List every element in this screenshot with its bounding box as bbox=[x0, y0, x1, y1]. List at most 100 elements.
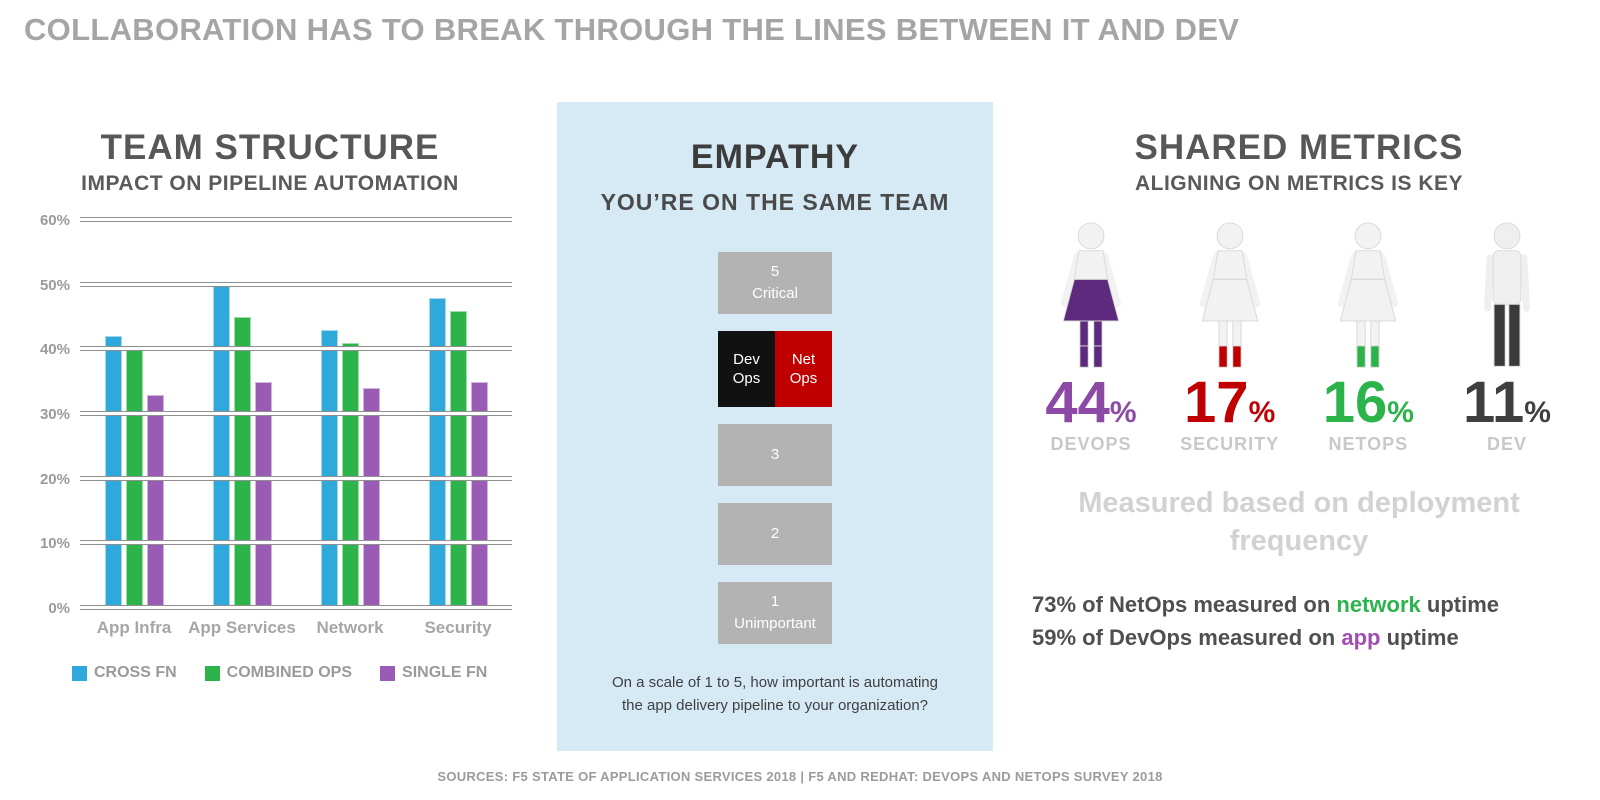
shared-metrics-section: SHARED METRICS ALIGNING ON METRICS IS KE… bbox=[1016, 128, 1582, 654]
bar-cross-fn-app-services bbox=[212, 284, 230, 608]
scale-box-5-label: Critical bbox=[752, 285, 798, 302]
metrics-stats: 73% of NetOps measured on network uptime… bbox=[1016, 588, 1582, 654]
scale-box-4-devops: Dev Ops bbox=[718, 331, 775, 407]
bar-chart: 0% 10% 20% 30% 40% 50% 60% bbox=[28, 212, 512, 617]
metric-value-netops: 16% bbox=[1323, 374, 1414, 432]
metric-label-dev: DEV bbox=[1486, 434, 1527, 454]
scale-box-4-netops: Net Ops bbox=[775, 331, 832, 407]
scale-box-2: 2 bbox=[718, 503, 832, 565]
x-axis-label-network: Network bbox=[316, 618, 384, 637]
gridline-50 bbox=[80, 281, 512, 287]
deployment-frequency-caption: Measured based on deployment frequency bbox=[1078, 487, 1520, 557]
legend-item-cross-fn: CROSS FN bbox=[72, 664, 177, 682]
y-axis: 0% 10% 20% 30% 40% 50% 60% bbox=[28, 212, 80, 617]
gridline-40 bbox=[80, 346, 512, 352]
team-structure-title: TEAM STRUCTURE bbox=[100, 128, 440, 167]
gridline-0 bbox=[80, 605, 512, 610]
gridline-60 bbox=[80, 217, 512, 222]
scale-box-2-number: 2 bbox=[770, 524, 780, 542]
empathy-scale: 5 Critical Dev Ops Net Ops 3 2 1 Unimpor… bbox=[557, 252, 993, 644]
empathy-subtitle: YOU’RE ON THE SAME TEAM bbox=[600, 189, 950, 215]
netops-stat-keyword: network bbox=[1336, 592, 1421, 618]
bar-cross-fn-security bbox=[428, 297, 446, 608]
gridline-10 bbox=[80, 540, 512, 546]
bar-cross-fn-network bbox=[320, 329, 338, 608]
legend-label-cross-fn: CROSS FN bbox=[94, 664, 177, 681]
bar-group-network bbox=[296, 220, 404, 608]
devops-stat-line: 59% of DevOps measured on app uptime bbox=[1032, 621, 1582, 654]
shared-metrics-title: SHARED METRICS bbox=[1134, 128, 1464, 167]
scale-box-3-number: 3 bbox=[770, 445, 780, 463]
netops-stat-line: 73% of NetOps measured on network uptime bbox=[1032, 588, 1582, 621]
legend-swatch-single-fn bbox=[380, 665, 396, 681]
metric-percent-sign: % bbox=[1524, 396, 1551, 429]
y-axis-label-30: 30% bbox=[39, 406, 70, 423]
sources-footer: SOURCES: F5 STATE OF APPLICATION SERVICE… bbox=[437, 769, 1163, 784]
legend-swatch-combined-ops bbox=[204, 665, 220, 681]
scale-box-1: 1 Unimportant bbox=[718, 582, 832, 644]
bar-combined-ops-security bbox=[449, 310, 467, 608]
metric-value-devops: 44% bbox=[1045, 374, 1136, 432]
legend-item-single-fn: SINGLE FN bbox=[380, 664, 487, 682]
metric-label-devops: DEVOPS bbox=[1050, 434, 1132, 454]
empathy-question: On a scale of 1 to 5, how important is a… bbox=[611, 674, 938, 714]
gridline-30 bbox=[80, 411, 512, 416]
gridline-20 bbox=[80, 475, 512, 481]
metric-number: 44 bbox=[1045, 370, 1110, 435]
metric-column-devops: 44%DEVOPS bbox=[1024, 222, 1158, 455]
metric-percent-sign: % bbox=[1387, 396, 1414, 429]
devops-person-icon bbox=[1060, 222, 1122, 368]
legend-swatch-cross-fn bbox=[72, 665, 87, 681]
team-structure-subtitle: IMPACT ON PIPELINE AUTOMATION bbox=[81, 172, 459, 195]
scale-box-1-label: Unimportant bbox=[734, 615, 816, 632]
metric-label-netops: NETOPS bbox=[1328, 434, 1409, 454]
bar-group-app-services bbox=[188, 220, 296, 608]
chart-legend: CROSS FN COMBINED OPS SINGLE FN bbox=[72, 664, 512, 682]
netops-stat-prefix: 73% of NetOps measured on bbox=[1032, 592, 1337, 618]
scale-box-3: 3 bbox=[718, 424, 832, 486]
y-axis-label-50: 50% bbox=[39, 276, 70, 294]
bar-group-security bbox=[404, 220, 512, 608]
devops-stat-suffix: uptime bbox=[1380, 625, 1459, 651]
page-title: COLLABORATION HAS TO BREAK THROUGH THE L… bbox=[24, 12, 1240, 47]
scale-box-4: Dev Ops Net Ops bbox=[718, 331, 832, 407]
x-axis-label-app-infra: App Infra bbox=[96, 618, 172, 637]
bar-plot bbox=[80, 217, 512, 610]
bar-cross-fn-app-infra bbox=[104, 336, 122, 608]
metric-number: 16 bbox=[1322, 370, 1388, 435]
netops-person-icon bbox=[1338, 222, 1399, 368]
scale-box-5-number: 5 bbox=[770, 262, 780, 280]
devops-stat-prefix: 59% of DevOps measured on bbox=[1032, 625, 1342, 651]
metric-column-netops: 16%NETOPS bbox=[1301, 222, 1435, 455]
empathy-panel: EMPATHY YOU’RE ON THE SAME TEAM 5 Critic… bbox=[557, 102, 993, 751]
scale-box-1-number: 1 bbox=[770, 592, 780, 610]
metric-percent-sign: % bbox=[1248, 396, 1276, 429]
shared-metrics-subtitle: ALIGNING ON METRICS IS KEY bbox=[1134, 172, 1464, 195]
metric-column-dev: 11%DEV bbox=[1440, 222, 1574, 455]
x-axis-label-security: Security bbox=[424, 618, 492, 637]
legend-item-combined-ops: COMBINED OPS bbox=[204, 664, 352, 682]
y-axis-label-20: 20% bbox=[39, 470, 70, 488]
scale-box-4-devops-label: Dev Ops bbox=[732, 350, 761, 388]
legend-label-single-fn: SINGLE FN bbox=[402, 664, 488, 681]
netops-stat-suffix: uptime bbox=[1420, 592, 1500, 618]
metric-number: 17 bbox=[1184, 370, 1249, 435]
bar-single-fn-app-infra bbox=[146, 394, 164, 608]
metric-column-security: 17%SECURITY bbox=[1163, 222, 1297, 455]
y-axis-label-0: 0% bbox=[48, 600, 70, 617]
dev-person-icon bbox=[1483, 222, 1531, 367]
y-axis-label-10: 10% bbox=[39, 535, 70, 553]
y-axis-label-60: 60% bbox=[39, 212, 70, 229]
team-structure-section: TEAM STRUCTURE IMPACT ON PIPELINE AUTOMA… bbox=[28, 128, 512, 682]
metric-label-security: SECURITY bbox=[1180, 434, 1280, 454]
empathy-title: EMPATHY bbox=[690, 138, 860, 176]
metric-percent-sign: % bbox=[1109, 396, 1137, 429]
metric-value-dev: 11% bbox=[1463, 374, 1551, 432]
y-axis-label-40: 40% bbox=[39, 341, 70, 359]
metrics-columns: 44%DEVOPS 17%SECURITY 16%NETOPS bbox=[1016, 222, 1582, 455]
devops-stat-keyword: app bbox=[1341, 625, 1381, 651]
metric-value-security: 17% bbox=[1184, 374, 1275, 432]
metric-number: 11 bbox=[1462, 370, 1525, 435]
scale-box-4-netops-label: Net Ops bbox=[789, 350, 818, 388]
